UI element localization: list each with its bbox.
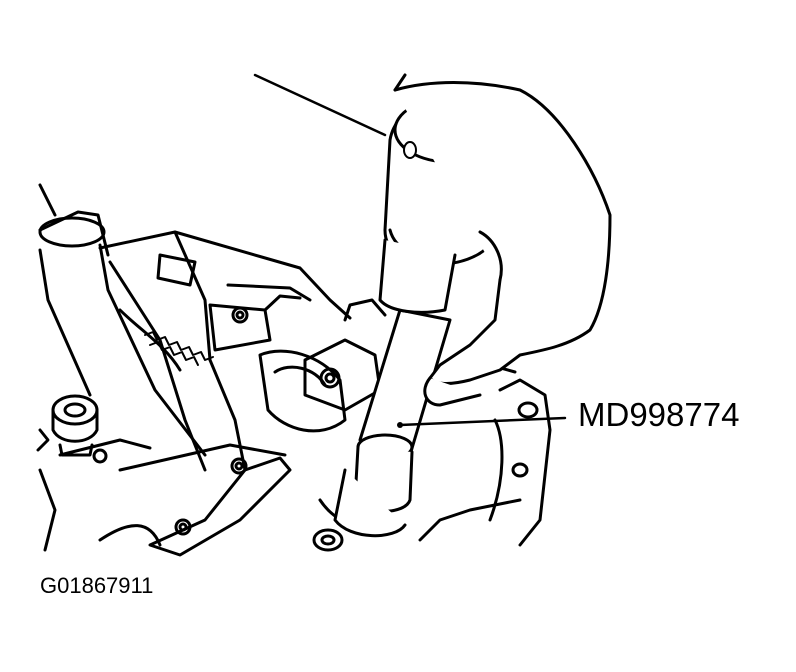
tool-leader-line <box>398 416 567 427</box>
spring-retainer <box>258 349 347 433</box>
tool-leader-dot <box>397 422 403 428</box>
valve-cap <box>36 394 108 464</box>
rocker-bracket <box>156 253 312 352</box>
cylinder-head <box>38 230 552 552</box>
md998774-tool <box>333 308 452 538</box>
figure-id-label: G01867911 <box>40 573 154 598</box>
valve-spring <box>144 331 214 366</box>
hand <box>393 73 612 407</box>
camshaft-tube <box>38 183 207 457</box>
md998774-callout-label: MD998774 <box>578 396 740 433</box>
rocker-plate <box>58 438 292 557</box>
hammer-leader-line <box>253 73 387 137</box>
leader-lines <box>253 73 567 427</box>
